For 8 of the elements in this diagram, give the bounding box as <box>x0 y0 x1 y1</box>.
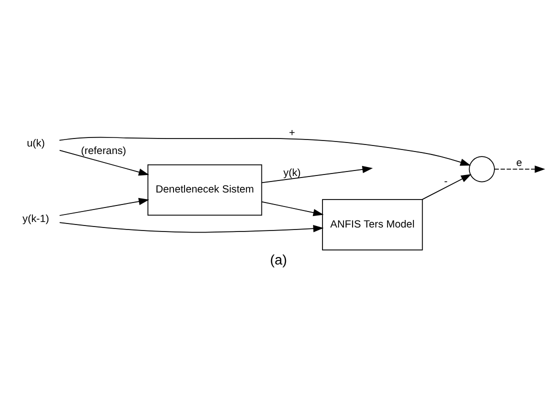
node-text: u(k) <box>26 138 45 150</box>
caption: (a) <box>270 252 287 268</box>
node-text: y(k-1) <box>22 214 50 226</box>
edge-label: + <box>289 128 296 139</box>
edge-label: y(k) <box>283 168 301 179</box>
edge-label: (referans) <box>81 146 126 158</box>
edge-label: - <box>444 176 448 188</box>
edge-label: e <box>516 158 522 170</box>
